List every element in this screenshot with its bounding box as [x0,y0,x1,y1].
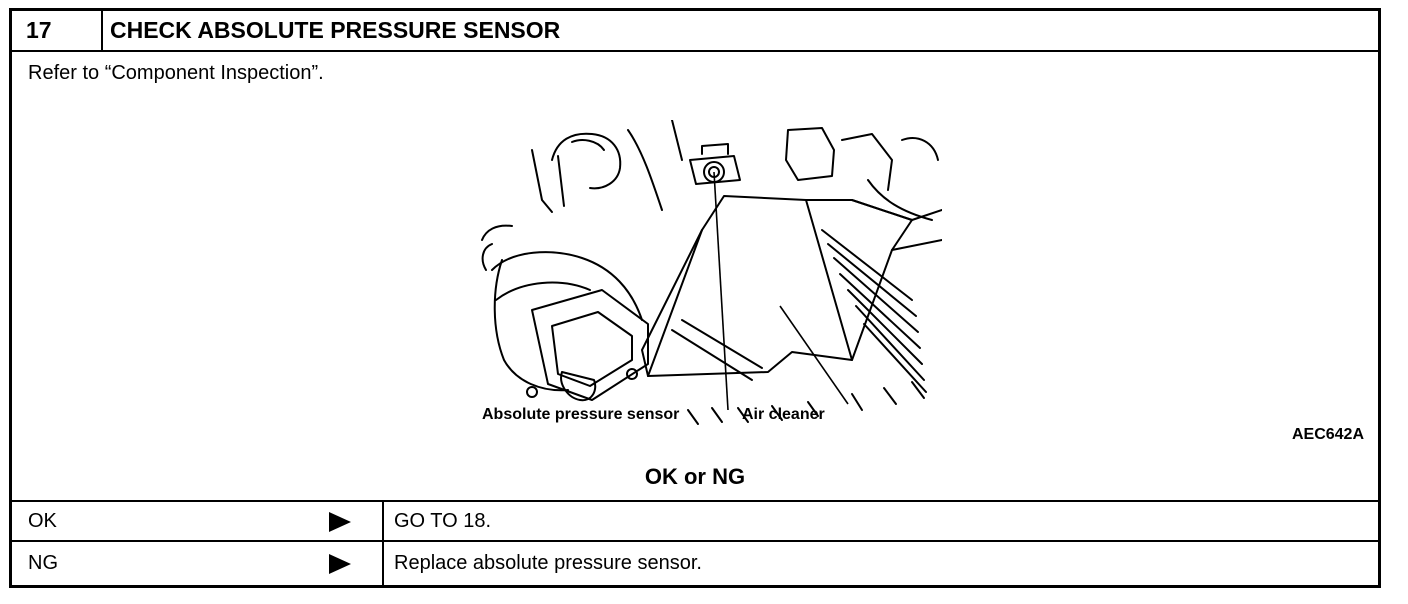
option-key-label: OK [28,510,57,532]
option-row-ng: NG Replace absolute pressure sensor. [12,542,1378,585]
refer-text: Refer to “Component Inspection”. [28,62,324,84]
label-air-cleaner: Air cleaner [742,406,825,423]
option-action: Replace absolute pressure sensor. [394,552,702,574]
step-header: 17 CHECK ABSOLUTE PRESSURE SENSOR [12,11,1378,52]
inspection-step-table: 17 CHECK ABSOLUTE PRESSURE SENSOR Refer … [9,8,1381,588]
label-absolute-pressure-sensor: Absolute pressure sensor [482,406,680,423]
option-action: GO TO 18. [394,510,492,532]
result-heading: OK or NG [644,464,746,489]
option-key: OK [12,500,384,540]
step-title: CHECK ABSOLUTE PRESSURE SENSOR [110,17,561,43]
right-triangle-icon [329,512,351,532]
option-key: NG [12,542,384,585]
step-body: Refer to “Component Inspection”. [12,52,1378,502]
figure-code: AEC642A [1291,426,1364,443]
right-triangle-icon [329,554,351,574]
option-row-ok: OK GO TO 18. [12,500,1378,542]
step-number: 17 [12,11,103,50]
option-key-label: NG [28,552,58,574]
engine-bay-illustration [481,120,942,425]
